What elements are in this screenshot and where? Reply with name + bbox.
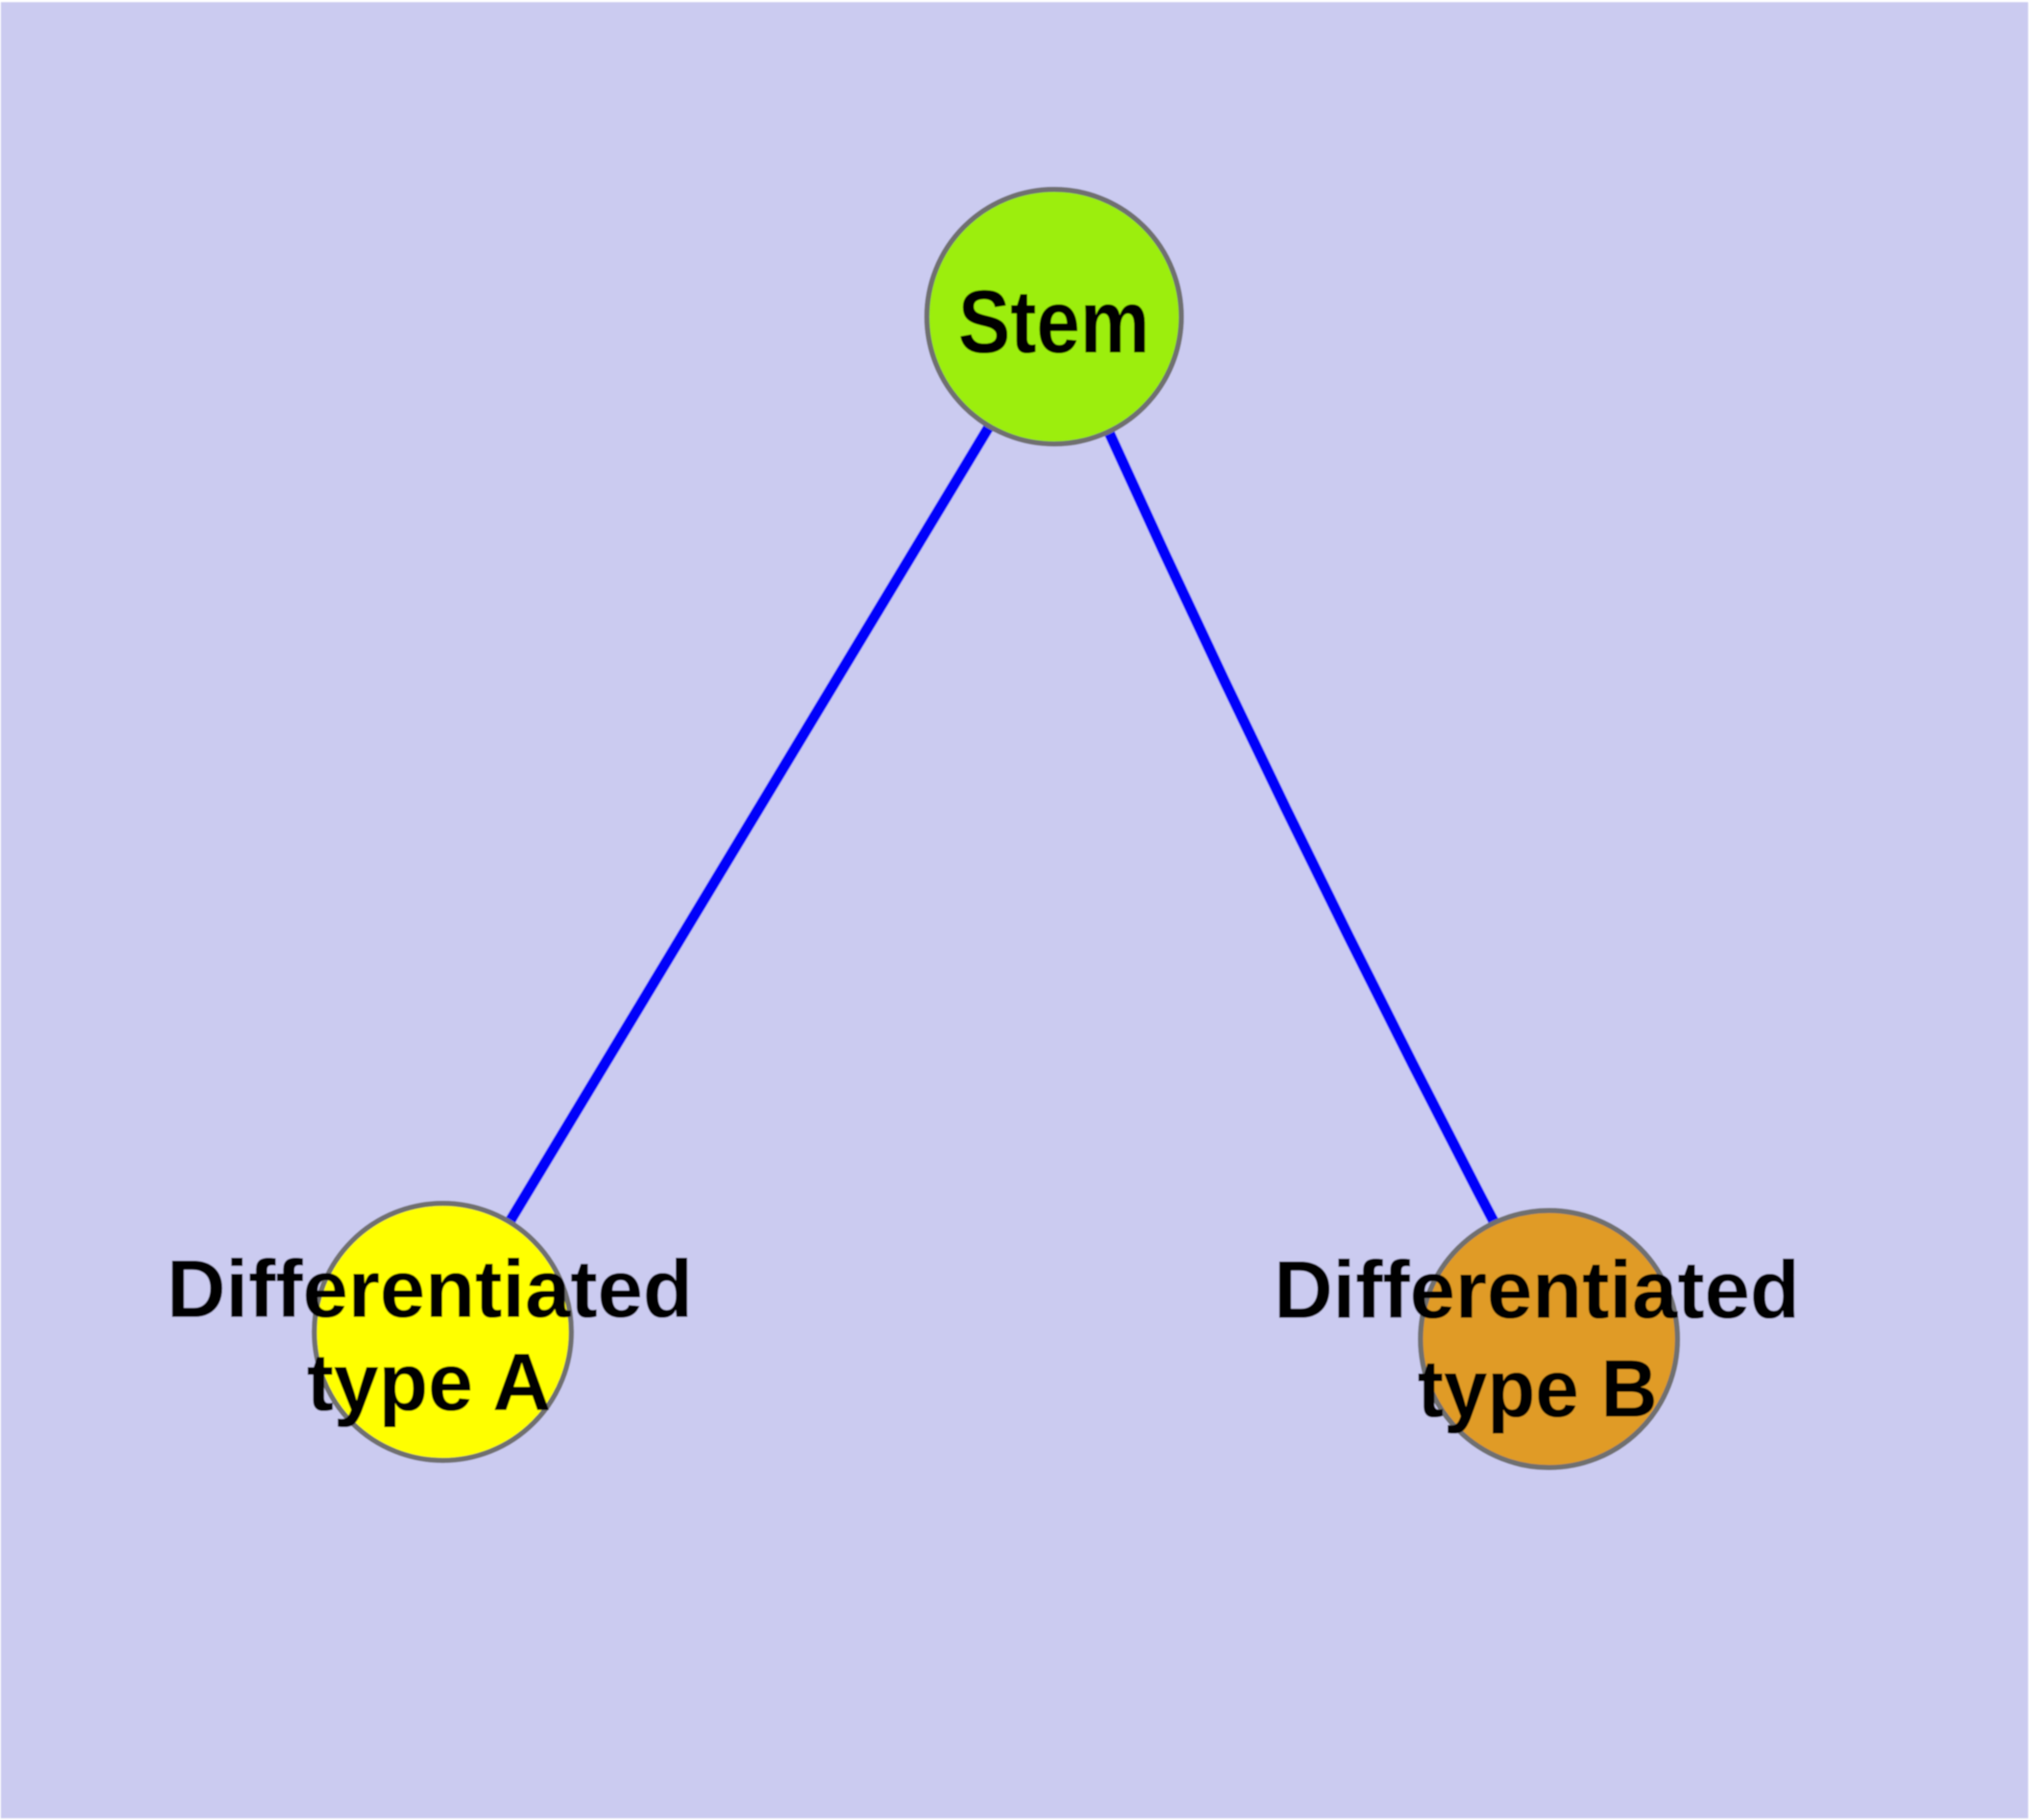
svg-text:Differentiated: Differentiated	[167, 1244, 693, 1335]
svg-text:Stem: Stem	[958, 272, 1150, 372]
svg-text:Differentiated: Differentiated	[1274, 1245, 1800, 1336]
svg-text:type B: type B	[1418, 1343, 1658, 1434]
svg-text:type A: type A	[306, 1337, 551, 1428]
